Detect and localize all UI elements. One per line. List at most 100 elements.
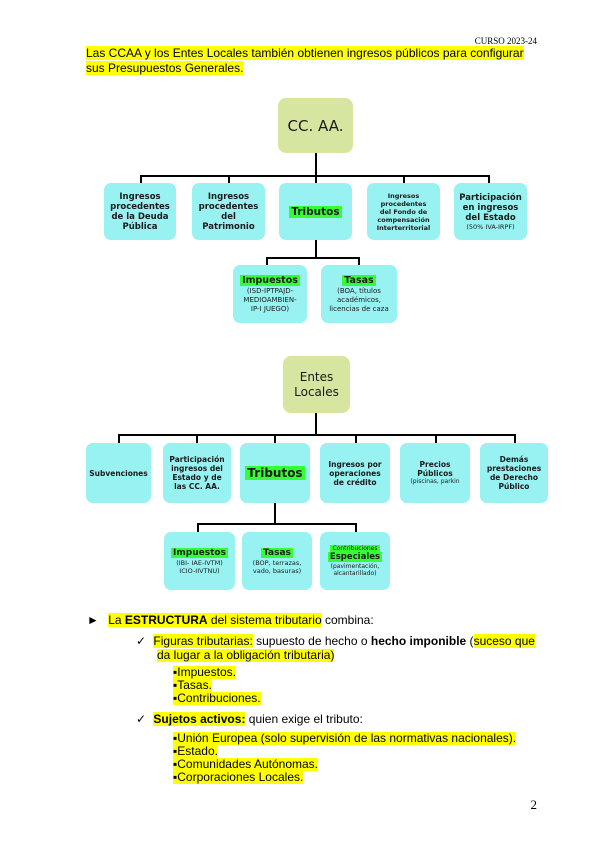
- box-line: licencias de caza: [329, 304, 389, 313]
- connector: [118, 434, 516, 436]
- box-line: Patrimonio: [202, 221, 255, 232]
- entes-impuestos-label: Impuestos: [171, 547, 228, 558]
- connector: [315, 175, 317, 184]
- box-line: Precios: [419, 460, 451, 469]
- structure-intro-text: La ESTRUCTURA del sistema tributario: [108, 613, 322, 627]
- entes-contribuciones-box: Contribuciones Especiales (pavimentación…: [320, 532, 390, 590]
- box-line: de Derecho: [489, 473, 539, 482]
- box-line: MEDIOAMBIEN-: [243, 295, 297, 304]
- figuras-line-2: da lugar a la obligación tributaria): [157, 648, 335, 662]
- box-line: prestaciones: [486, 464, 542, 473]
- sujetos-item: ▪Estado.: [173, 744, 218, 758]
- sujetos-line: ✓ Sujetos activos: quien exige el tribut…: [136, 712, 363, 726]
- text-run: supuesto de hecho o: [252, 634, 371, 648]
- connector: [228, 175, 230, 184]
- box-line: Público: [498, 482, 530, 491]
- ccaa-tasas-box: Tasas (BOA, títulos académicos, licencia…: [321, 265, 397, 323]
- box-line: Estado y de: [172, 473, 222, 482]
- text-run: hecho imponible: [370, 634, 467, 648]
- entes-precios-box: Precios Públicos (piscinas, parkin: [400, 443, 470, 503]
- course-label: CURSO 2023-24: [474, 36, 537, 46]
- ccaa-impuestos-box: Impuestos (ISD-IPTPAJD- MEDIOAMBIEN- IP-…: [233, 265, 307, 323]
- entes-root-box: Entes Locales: [283, 356, 350, 413]
- box-note: (50% IVA-IRPF): [466, 222, 515, 231]
- box-line: del Fondo de: [379, 207, 428, 216]
- ccaa-impuestos-label: Impuestos: [240, 274, 300, 286]
- box-line: (BOP, terrazas,: [252, 558, 302, 567]
- box-line: académicos,: [337, 295, 381, 304]
- ccaa-deuda-box: Ingresos procedentes de la Deuda Pública: [104, 183, 176, 240]
- connector: [355, 434, 357, 444]
- box-line: de crédito: [333, 477, 377, 487]
- connector: [197, 523, 199, 533]
- ccaa-tributos-box: Tributos: [279, 183, 352, 240]
- box-line: procedentes: [380, 199, 427, 208]
- intro-line-2: sus Presupuestos Generales.: [86, 61, 244, 75]
- ccaa-tributos-label: Tributos: [289, 205, 342, 218]
- box-line: ICIO-IIVTNU): [179, 566, 220, 575]
- figuras-item: ▪Impuestos.: [173, 665, 236, 679]
- connector: [118, 434, 120, 444]
- sujetos-item: ▪Corporaciones Locales.: [173, 770, 304, 784]
- ccaa-patrimonio-box: Ingresos procedentes del Patrimonio: [192, 183, 265, 240]
- sujetos-item: ▪Unión Europea (solo supervisión de las …: [173, 731, 517, 745]
- entes-participacion-box: Participación ingresos del Estado y de l…: [163, 443, 231, 503]
- intro-line-1: Las CCAA y los Entes Locales también obt…: [86, 46, 524, 60]
- connector: [315, 413, 317, 435]
- connector: [274, 434, 276, 444]
- box-line: Ingresos: [387, 191, 420, 200]
- box-line: del: [221, 211, 236, 222]
- check-icon: ✓: [136, 634, 147, 648]
- entes-credito-box: Ingresos por operaciones de crédito: [320, 443, 390, 503]
- ccaa-tasas-label: Tasas: [342, 274, 376, 286]
- box-line: de la Deuda: [111, 211, 169, 222]
- entes-tasas-label: Tasas: [261, 547, 293, 558]
- box-line: Demás: [499, 455, 529, 464]
- ccaa-root-box: CC. AA.: [278, 98, 353, 153]
- text-run: quien exige el tributo:: [245, 712, 363, 726]
- text-run: (: [466, 634, 474, 648]
- box-line: en ingresos: [462, 202, 519, 213]
- box-line: las CC. AA.: [174, 482, 220, 491]
- entes-especiales-label: Especiales: [327, 552, 383, 562]
- entes-tasas-box: Tasas (BOP, terrazas, vado, basuras): [242, 532, 312, 590]
- box-line: ingresos del: [171, 464, 223, 473]
- box-line: Pública: [122, 221, 158, 232]
- entes-impuestos-box: Impuestos (IBI- IAE-IVTM) ICIO-IIVTNU): [164, 532, 235, 590]
- entes-subvenciones-box: Subvenciones: [86, 443, 151, 503]
- intro-paragraph: Las CCAA y los Entes Locales también obt…: [86, 46, 536, 76]
- box-line: (pavimentación,: [330, 563, 380, 570]
- text-run: del sistema tributario: [207, 613, 322, 627]
- arrow-bullet-icon: ►: [87, 613, 99, 627]
- figuras-line: ✓ Figuras tributarias: supuesto de hecho…: [136, 634, 535, 648]
- box-line: Públicos: [417, 469, 453, 478]
- connector: [266, 257, 268, 266]
- connector: [358, 257, 360, 266]
- box-line: Participación: [459, 192, 522, 203]
- text-run: Sujetos activos:: [153, 712, 246, 726]
- box-line: operaciones: [329, 468, 381, 478]
- connector: [435, 434, 437, 444]
- box-line: Subvenciones: [89, 468, 148, 478]
- structure-intro: ► La ESTRUCTURA del sistema tributario c…: [87, 613, 374, 627]
- entes-root-line: Locales: [294, 384, 339, 399]
- connector: [274, 503, 276, 524]
- figuras-item: ▪Tasas.: [173, 678, 212, 692]
- connector: [403, 175, 405, 184]
- entes-root-line: Entes: [299, 369, 334, 384]
- ccaa-participacion-box: Participación en ingresos del Estado (50…: [454, 183, 527, 240]
- box-line: vado, basuras): [252, 566, 302, 575]
- box-line: del Estado: [465, 212, 516, 223]
- box-line: (ISD-IPTPAJD-: [246, 286, 294, 295]
- connector: [140, 175, 489, 177]
- entes-contribuciones-pre: Contribuciones: [330, 545, 380, 552]
- connector: [315, 153, 317, 176]
- box-line: alcantarillado): [333, 570, 377, 577]
- box-line: Participación: [169, 455, 225, 464]
- box-line: Ingresos: [207, 191, 250, 202]
- box-line: (BOA, títulos: [337, 286, 381, 295]
- text-run: ESTRUCTURA: [124, 613, 208, 627]
- box-note: (piscinas, parkin: [410, 478, 460, 485]
- figuras-item: ▪Contribuciones.: [173, 691, 261, 705]
- box-line: Interterritorial: [376, 223, 431, 232]
